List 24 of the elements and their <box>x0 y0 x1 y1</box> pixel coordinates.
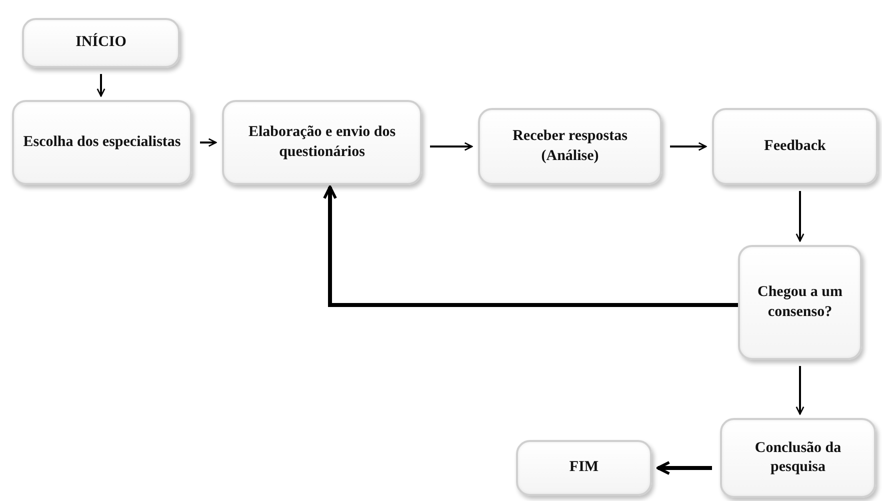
arrow <box>323 186 738 307</box>
arrow <box>430 142 473 151</box>
process-box <box>22 18 180 68</box>
process-box <box>222 100 422 185</box>
process-box <box>712 108 878 185</box>
arrow <box>796 191 804 242</box>
process-box <box>12 100 192 185</box>
arrow <box>200 138 217 147</box>
box-label: Elaboração e envio dos questionários <box>247 123 397 162</box>
box-label: Escolha dos especialistas <box>23 132 181 152</box>
box-label: FIM <box>569 458 599 478</box>
box-label: Feedback <box>764 136 826 156</box>
process-box <box>478 108 662 185</box>
arrow <box>656 461 712 475</box>
box-label: Receber respostas (Análise) <box>512 127 628 166</box>
box-label: INÍCIO <box>76 33 126 52</box>
box-label: Conclusão da pesquisa <box>754 438 842 477</box>
process-box <box>738 245 862 360</box>
arrow <box>96 74 106 97</box>
box-label: Chegou a um consenso? <box>756 283 844 322</box>
arrow <box>796 366 804 415</box>
process-box <box>720 418 876 498</box>
process-box <box>516 440 652 496</box>
arrow <box>670 142 707 151</box>
